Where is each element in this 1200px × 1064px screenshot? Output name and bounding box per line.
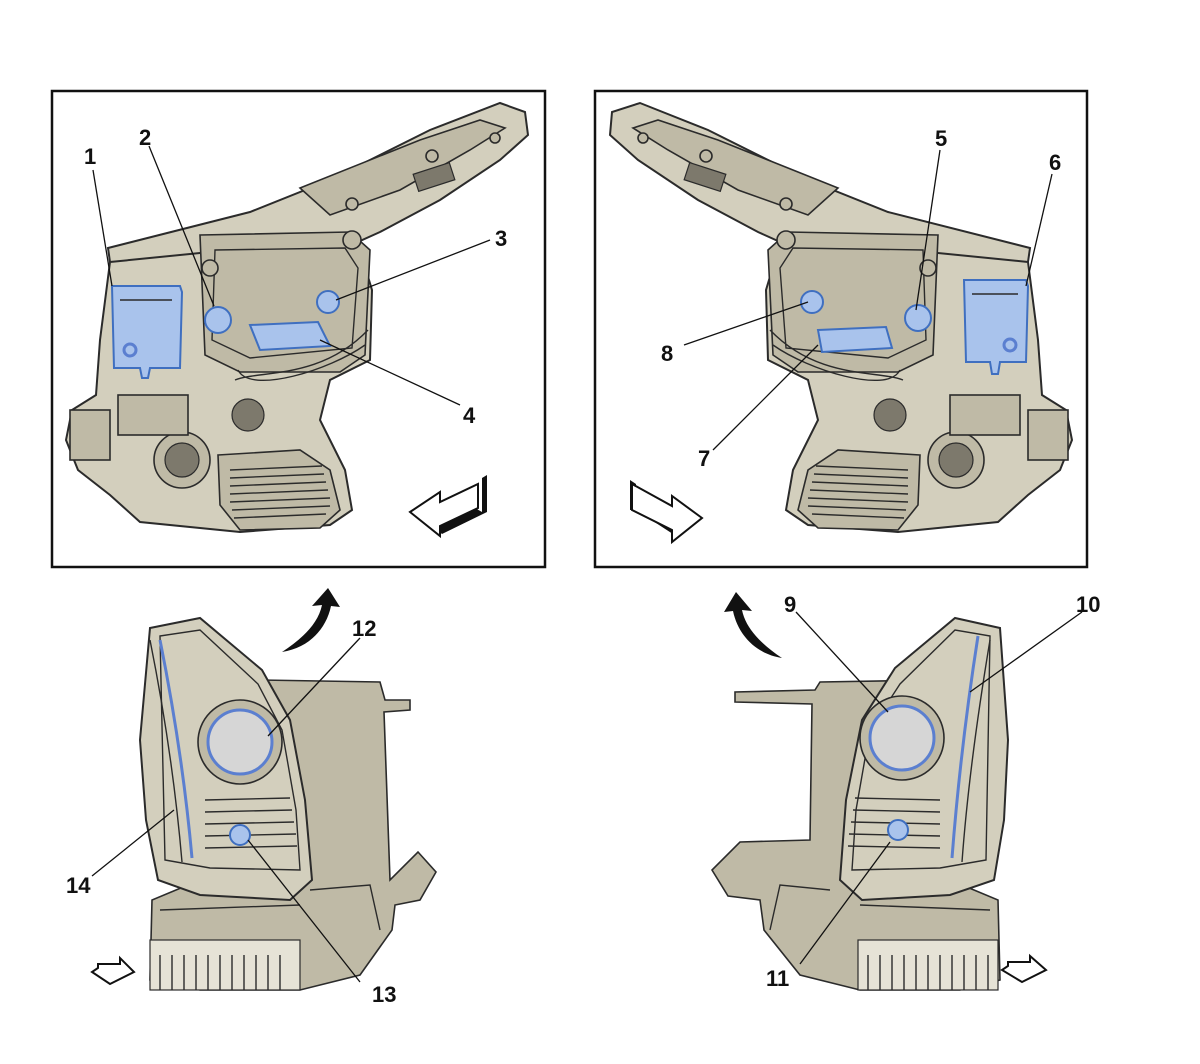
right-lamp-socket-left: [800, 290, 824, 314]
right-rotate-arrow: [724, 592, 782, 658]
left-front-headlamp: 12 13 14: [66, 588, 437, 1007]
right-base-fins: [857, 939, 999, 991]
left-lamp-socket-right: [316, 290, 340, 314]
callout-3: 3: [495, 226, 507, 251]
left-direction-arrow: [408, 475, 487, 539]
left-light-guide-drl: [158, 639, 194, 859]
right-front-headlamp: 9 10 11: [710, 592, 1100, 991]
left-inset-frame: [50, 89, 547, 569]
left-lamp-socket-upper: [204, 306, 232, 334]
callout-10: 10: [1076, 592, 1100, 617]
callout-13: 13: [372, 982, 396, 1007]
callout-8: 8: [661, 341, 673, 366]
callout-14: 14: [66, 873, 91, 898]
right-inset-frame: [593, 89, 1089, 569]
right-projector-lens: [868, 704, 936, 772]
left-down-arrow: [90, 955, 136, 986]
left-wiring-connector: [248, 320, 332, 352]
callout-2: 2: [139, 125, 151, 150]
right-lamp-socket-upper: [904, 304, 932, 332]
left-heatsink-fins: [229, 465, 331, 519]
right-fog-led: [887, 819, 909, 841]
callout-12: 12: [352, 616, 376, 641]
left-rotate-arrow: [282, 588, 340, 652]
right-light-guide-drl: [950, 635, 980, 859]
left-projector-lens: [206, 708, 274, 776]
callout-9: 9: [784, 592, 796, 617]
left-rear-view-panel: 1 2 3 4: [50, 89, 547, 569]
left-base-fins: [149, 939, 301, 991]
right-direction-arrow: [630, 480, 704, 545]
callout-4: 4: [463, 403, 476, 428]
left-rear-highlights: [110, 285, 340, 379]
right-wiring-connector: [816, 325, 894, 354]
right-rear-view-panel: 5 6 8 7: [593, 89, 1089, 569]
callout-11: 11: [766, 966, 789, 991]
callout-5: 5: [935, 126, 947, 151]
left-fog-led: [229, 824, 251, 846]
callout-7: 7: [698, 446, 710, 471]
right-heatsink-fins: [807, 465, 909, 519]
callout-6: 6: [1049, 150, 1061, 175]
callout-1: 1: [84, 144, 96, 169]
right-down-arrow: [1000, 953, 1048, 984]
